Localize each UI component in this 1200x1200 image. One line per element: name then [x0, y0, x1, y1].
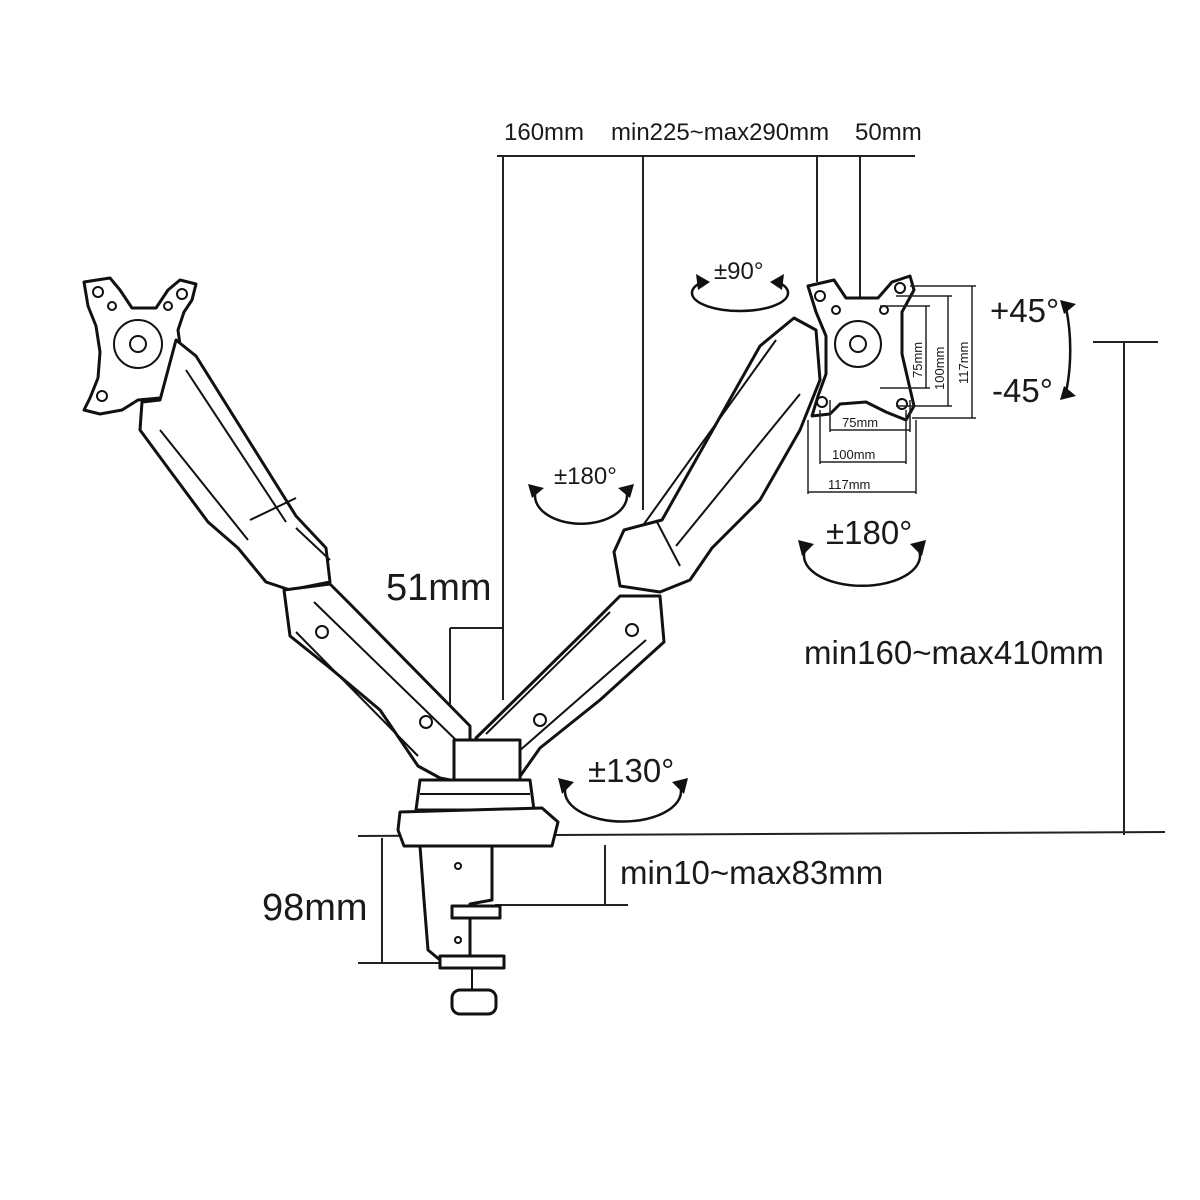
label-vesa-v100: 100mm — [932, 347, 947, 390]
right-upper-arm — [612, 316, 822, 594]
dimension-lines — [357, 155, 1166, 964]
vesa-dimension-brackets — [807, 285, 976, 494]
label-tilt-up: +45° — [990, 292, 1059, 329]
left-upper-arm — [138, 338, 332, 592]
label-swivel-head: ±180° — [826, 514, 912, 551]
label-vesa-h75: 75mm — [842, 415, 878, 430]
label-height-range: min160~max410mm — [804, 634, 1104, 671]
label-clamp-thickness: min10~max83mm — [620, 854, 883, 891]
label-vesa-h117: 117mm — [828, 477, 870, 492]
label-base-swivel: ±130° — [588, 752, 674, 789]
label-tilt-down: -45° — [992, 372, 1053, 409]
dimension-labels: 160mm min225~max290mm 50mm ±90° +45° -45… — [262, 119, 1104, 929]
label-swivel-arm: ±180° — [554, 463, 617, 490]
label-clamp-height: 98mm — [262, 887, 368, 929]
desk-clamp — [418, 844, 506, 1016]
label-vesa-offset: 50mm — [855, 119, 922, 146]
rotation-arc-icon — [528, 274, 1076, 823]
right-lower-arm — [470, 594, 666, 786]
label-top-offset: 160mm — [504, 119, 584, 146]
label-arm-reach: min225~max290mm — [611, 119, 829, 146]
label-pole-gap: 51mm — [386, 567, 492, 609]
label-vesa-h100: 100mm — [832, 447, 875, 462]
label-pivot-90: ±90° — [714, 258, 763, 285]
pole-and-base — [396, 738, 560, 848]
label-vesa-v75: 75mm — [910, 342, 925, 378]
left-lower-arm — [282, 582, 472, 786]
label-vesa-v117: 117mm — [956, 342, 971, 384]
vesa-plate-right — [806, 274, 916, 422]
